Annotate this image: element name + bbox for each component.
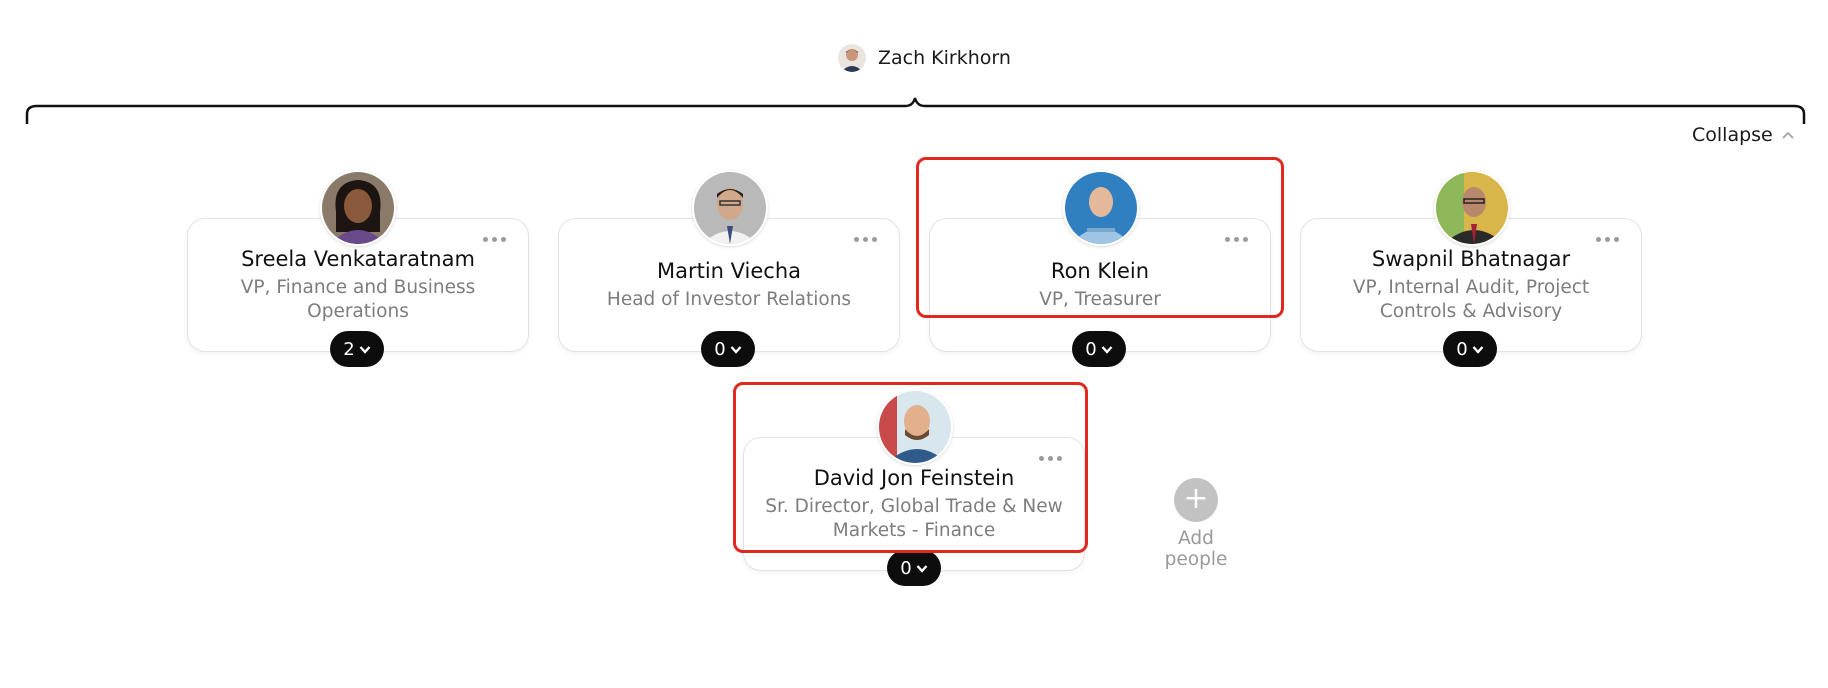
reports-count: 0	[1085, 338, 1097, 360]
chevron-down-icon	[1472, 345, 1484, 354]
person-name: David Jon Feinstein	[813, 466, 1015, 490]
more-options-icon[interactable]	[479, 233, 510, 246]
person-title: Head of Investor Relations	[606, 289, 852, 310]
hierarchy-bracket	[25, 97, 1806, 124]
root-person-name: Zach Kirkhorn	[878, 47, 1011, 69]
person-name: Swapnil Bhatnagar	[1371, 247, 1571, 271]
add-people-button[interactable]: + Add people	[1148, 478, 1244, 570]
reports-count-toggle[interactable]: 2	[330, 331, 384, 367]
reports-count-toggle[interactable]: 0	[887, 550, 941, 586]
root-person[interactable]: Zach Kirkhorn	[838, 44, 1011, 72]
more-options-icon[interactable]	[850, 233, 881, 246]
avatar	[838, 44, 866, 72]
avatar	[692, 170, 768, 246]
more-options-icon[interactable]	[1221, 233, 1252, 246]
reports-count-toggle[interactable]: 0	[701, 331, 755, 367]
chevron-down-icon	[730, 345, 742, 354]
more-options-icon[interactable]	[1592, 233, 1623, 246]
avatar	[877, 389, 953, 465]
more-options-icon[interactable]	[1035, 452, 1066, 465]
report-card[interactable]: Ron Klein VP, Treasurer	[929, 218, 1271, 352]
add-people-label: Add people	[1164, 528, 1228, 570]
person-title: VP, Treasurer	[1039, 289, 1161, 310]
collapse-button[interactable]: Collapse	[1692, 124, 1795, 146]
reports-count-toggle[interactable]: 0	[1072, 331, 1126, 367]
reports-count-toggle[interactable]: 0	[1443, 331, 1497, 367]
reports-count: 0	[1456, 338, 1468, 360]
chevron-up-icon	[1782, 131, 1794, 139]
reports-count: 0	[714, 338, 726, 360]
chevron-down-icon	[1101, 345, 1113, 354]
person-name: Ron Klein	[1050, 259, 1150, 283]
plus-icon: +	[1174, 478, 1218, 522]
avatar	[320, 170, 396, 246]
reports-count: 2	[343, 338, 355, 360]
chevron-down-icon	[359, 345, 371, 354]
person-name: Sreela Venkataratnam	[241, 247, 475, 271]
person-name: Martin Viecha	[656, 259, 802, 283]
collapse-label: Collapse	[1692, 124, 1773, 146]
chevron-down-icon	[916, 564, 928, 573]
avatar	[1434, 170, 1510, 246]
avatar	[1063, 170, 1139, 246]
reports-count: 0	[900, 557, 912, 579]
